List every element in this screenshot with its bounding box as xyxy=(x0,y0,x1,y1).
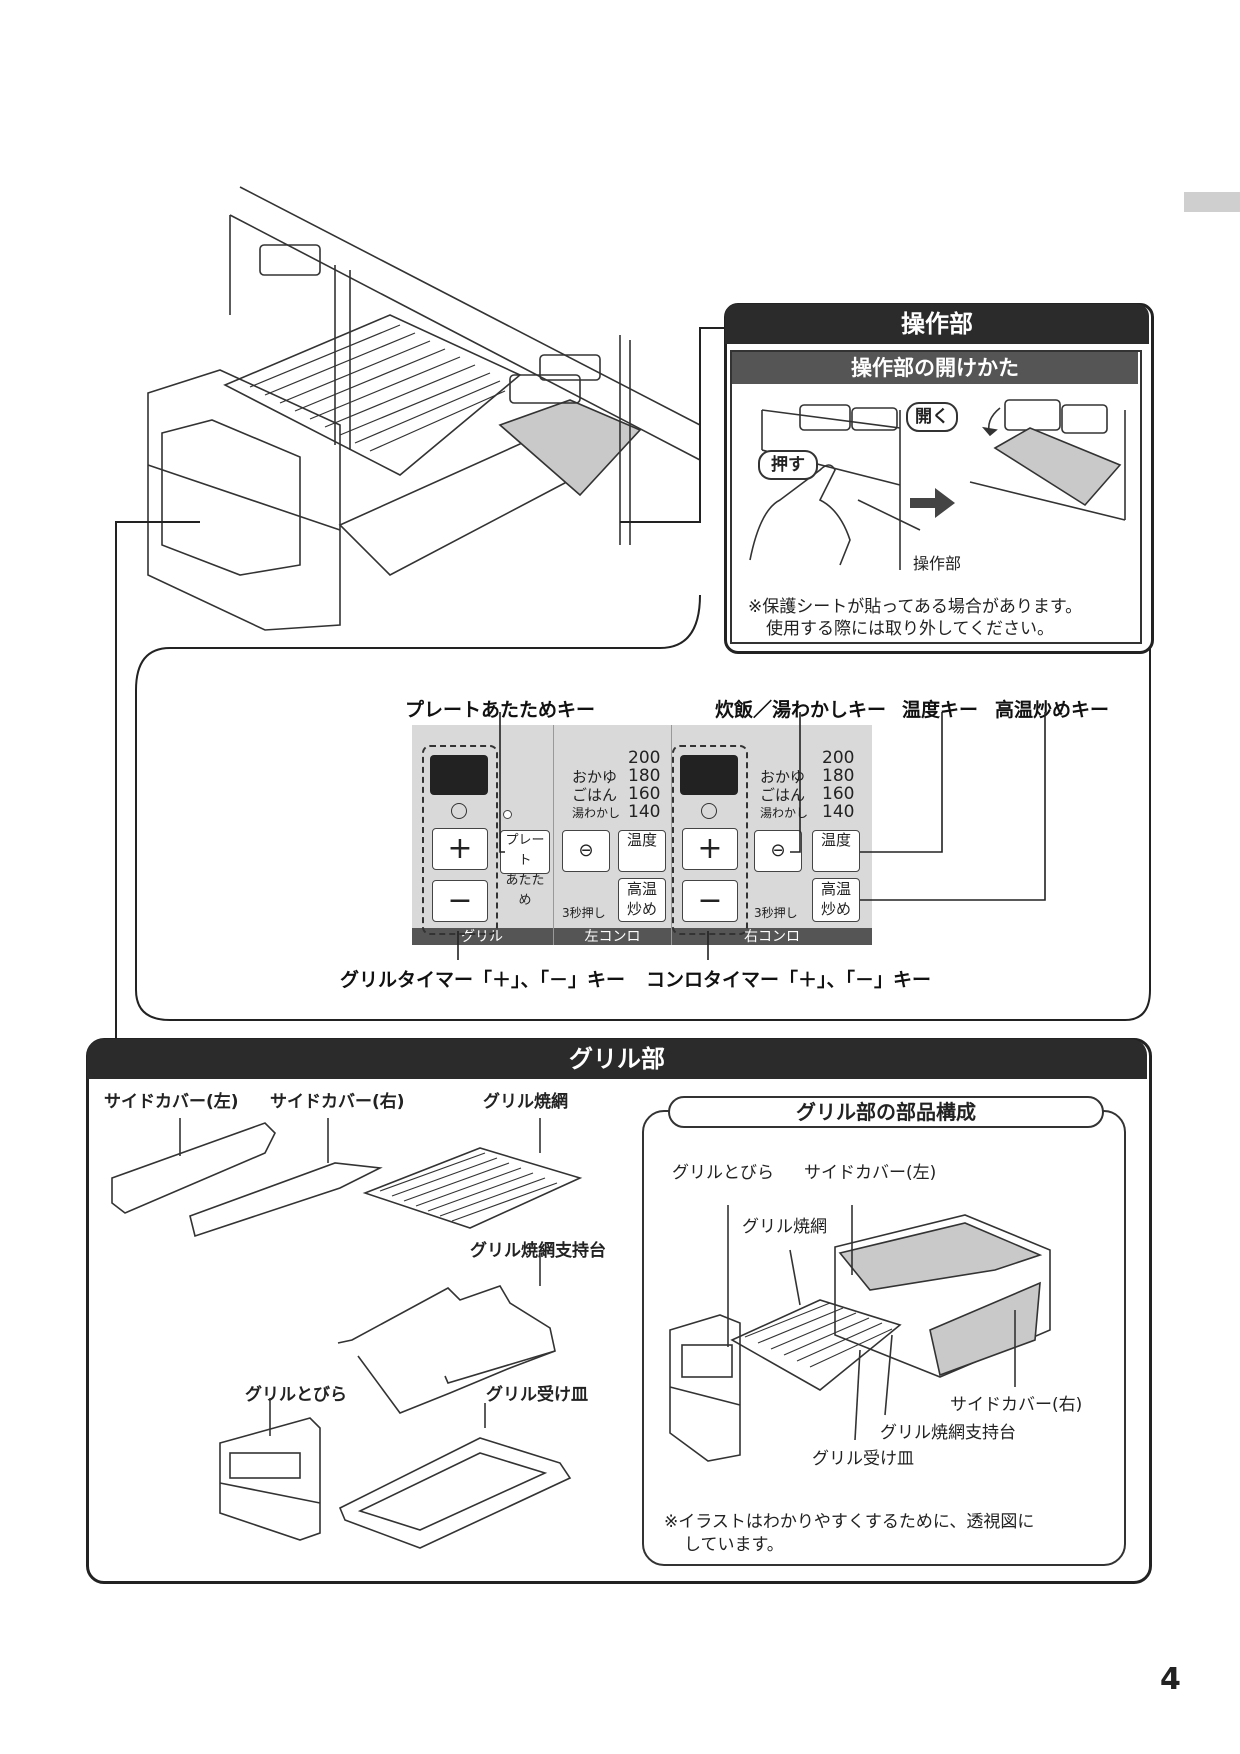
foot-right-konro: 右コンロ xyxy=(744,929,800,945)
right-temp-140: 140 xyxy=(822,802,855,822)
left-temp-180: 180 xyxy=(628,766,661,786)
grill-clock-icon xyxy=(451,803,467,819)
konro-clock-icon xyxy=(701,803,717,819)
label-temp-key: 温度キー xyxy=(902,699,979,721)
plate-key-line2: あたため xyxy=(505,873,545,908)
sousa-open-title: 操作部の開けかた xyxy=(732,352,1138,384)
label-konro-timer: コンロタイマー「＋」、「－」キー xyxy=(646,969,932,991)
rice-kettle-icon: ⊖ xyxy=(578,840,594,861)
open-label: 開く xyxy=(915,407,949,427)
section-tab-marker xyxy=(1184,192,1240,212)
right-temp-button[interactable]: 温度 xyxy=(812,830,860,872)
konro-plus-label: + xyxy=(697,831,723,866)
right-mode-yuwakashi: 湯わかし xyxy=(760,806,809,820)
plate-led xyxy=(503,810,512,819)
right-temp-180: 180 xyxy=(822,766,855,786)
stove-illustration xyxy=(147,186,701,631)
grill-timer-minus-button[interactable]: − xyxy=(432,880,488,922)
left-high-line1: 高温 xyxy=(626,880,657,898)
label-net-stand: グリル焼網支持台 xyxy=(470,1241,606,1261)
left-mode-gohan: ごはん xyxy=(572,786,618,804)
grill-plus-label: + xyxy=(447,831,473,866)
grill-assembly-illustration xyxy=(669,1205,1051,1462)
konro-minus-label: − xyxy=(697,883,723,918)
left-temp-140: 140 xyxy=(628,802,661,822)
grill-timer-plus-button[interactable]: + xyxy=(432,828,488,870)
p-label-side-left: サイドカバー(左) xyxy=(804,1163,937,1183)
foot-left-konro: 左コンロ xyxy=(584,929,641,945)
label-side-cover-right: サイドカバー(右) xyxy=(270,1092,405,1112)
right-high-heat-button[interactable]: 高温 炒め xyxy=(812,878,860,922)
label-rice-key: 炊飯／湯わかしキー xyxy=(715,699,887,721)
label-grill-net: グリル焼網 xyxy=(483,1092,568,1112)
right-mode-okayu: おかゆ xyxy=(760,768,806,786)
push-pill: 押す xyxy=(758,450,818,480)
left-temp-button[interactable]: 温度 xyxy=(618,830,666,872)
left-mode-okayu: おかゆ xyxy=(572,768,618,786)
left-rice-kettle-button[interactable]: ⊖ xyxy=(562,830,610,872)
konro-timer-group xyxy=(672,745,748,935)
plate-warm-button[interactable]: プレート あたため xyxy=(500,830,550,908)
left-temp-key-label: 温度 xyxy=(626,831,657,849)
p-label-stand: グリル焼網支持台 xyxy=(880,1423,1016,1443)
parts-note-line2: しています。 xyxy=(684,1535,784,1555)
push-label: 押す xyxy=(771,455,805,475)
label-grill-timer: グリルタイマー「＋」、「－」キー xyxy=(340,969,626,991)
page-number: 4 xyxy=(1160,1662,1181,1697)
grill-parts-illustration xyxy=(111,1118,583,1549)
sousa-open-box xyxy=(730,350,1142,644)
right-high-line2: 炒め xyxy=(820,900,851,918)
left-press3: 3秒押し xyxy=(562,906,606,920)
parts-title: グリル部の部品構成 xyxy=(668,1096,1104,1128)
konro-timer-display xyxy=(680,755,738,795)
label-plate-key: プレートあたためキー xyxy=(405,699,596,721)
p-label-door: グリルとびら xyxy=(672,1163,774,1183)
grill-title: グリル部 xyxy=(87,1039,1147,1079)
left-temp-200: 200 xyxy=(628,748,661,768)
grill-timer-group xyxy=(422,745,498,935)
left-high-line2: 炒め xyxy=(626,900,657,918)
sousa-title: 操作部 xyxy=(725,304,1149,344)
right-temp-200: 200 xyxy=(822,748,855,768)
right-high-line1: 高温 xyxy=(820,880,851,898)
right-temp-160: 160 xyxy=(822,784,855,804)
control-panel-footer xyxy=(412,928,872,945)
label-high-key: 高温炒めキー xyxy=(995,699,1110,721)
grill-timer-display xyxy=(430,755,488,795)
p-label-net: グリル焼網 xyxy=(742,1217,827,1237)
plate-key-line1: プレート xyxy=(505,833,545,868)
right-rice-kettle-button[interactable]: ⊖ xyxy=(754,830,802,872)
open-pill: 開く xyxy=(906,402,958,432)
p-label-side-right: サイドカバー(右) xyxy=(950,1395,1083,1415)
sousa-note-line2: 使用する際には取り外してください。 xyxy=(766,619,1054,639)
panel-divider-2 xyxy=(671,725,672,945)
right-temp-key-label: 温度 xyxy=(820,831,851,849)
right-press3: 3秒押し xyxy=(754,906,798,920)
konro-timer-plus-button[interactable]: + xyxy=(682,828,738,870)
right-mode-gohan: ごはん xyxy=(760,786,806,804)
sousa-note-line1: ※保護シートが貼ってある場合があります。 xyxy=(748,597,1083,617)
panel-label: 操作部 xyxy=(913,554,962,573)
grill-minus-label: − xyxy=(447,883,473,918)
rice-kettle-icon: ⊖ xyxy=(770,840,786,861)
p-label-tray: グリル受け皿 xyxy=(812,1449,914,1469)
parts-note-line1: ※イラストはわかりやすくするために、透視図に xyxy=(664,1512,1035,1532)
label-grill-tray: グリル受け皿 xyxy=(486,1385,588,1405)
konro-timer-minus-button[interactable]: − xyxy=(682,880,738,922)
left-temp-160: 160 xyxy=(628,784,661,804)
panel-divider-1 xyxy=(553,725,554,945)
left-mode-yuwakashi: 湯わかし xyxy=(572,806,621,820)
left-high-heat-button[interactable]: 高温 炒め xyxy=(618,878,666,922)
label-side-cover-left: サイドカバー(左) xyxy=(104,1092,239,1112)
